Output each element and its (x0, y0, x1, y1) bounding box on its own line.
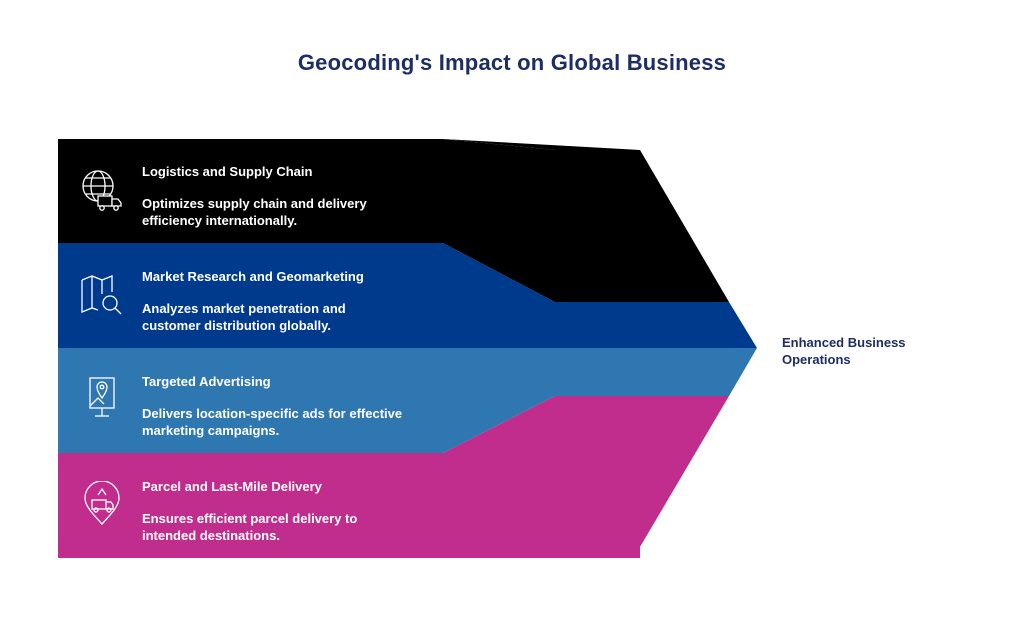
band-3-text: Targeted Advertising Delivers location-s… (142, 374, 442, 439)
band-3-description: Delivers location-specific ads for effec… (142, 406, 403, 438)
band-targeted-advertising (58, 348, 757, 453)
map-search-icon (81, 275, 122, 315)
band-parcel-delivery (58, 396, 729, 558)
band-2-description: Analyzes market penetration and customer… (142, 301, 346, 333)
band-market-research (58, 243, 757, 348)
band-1-description: Optimizes supply chain and delivery effi… (142, 196, 367, 228)
globe-truck-icon (82, 170, 122, 211)
band-4-text: Parcel and Last-Mile Delivery Ensures ef… (142, 479, 442, 544)
band-2-heading: Market Research and Geomarketing (142, 269, 364, 284)
arrow-head-top (443, 139, 640, 150)
band-1-heading: Logistics and Supply Chain (142, 164, 313, 179)
band-4-description: Ensures efficient parcel delivery to int… (142, 511, 358, 543)
band-1-text: Logistics and Supply Chain Optimizes sup… (142, 164, 442, 229)
page-title: Geocoding's Impact on Global Business (297, 50, 727, 75)
band-4-heading: Parcel and Last-Mile Delivery (142, 479, 322, 494)
delivery-pin-icon (84, 481, 120, 525)
outcome-label: Enhanced Business Operations (782, 335, 906, 367)
location-billboard-icon (89, 377, 115, 417)
band-logistics (58, 139, 729, 302)
band-2-text: Market Research and Geomarketing Analyze… (142, 269, 442, 334)
band-3-heading: Targeted Advertising (142, 374, 271, 389)
